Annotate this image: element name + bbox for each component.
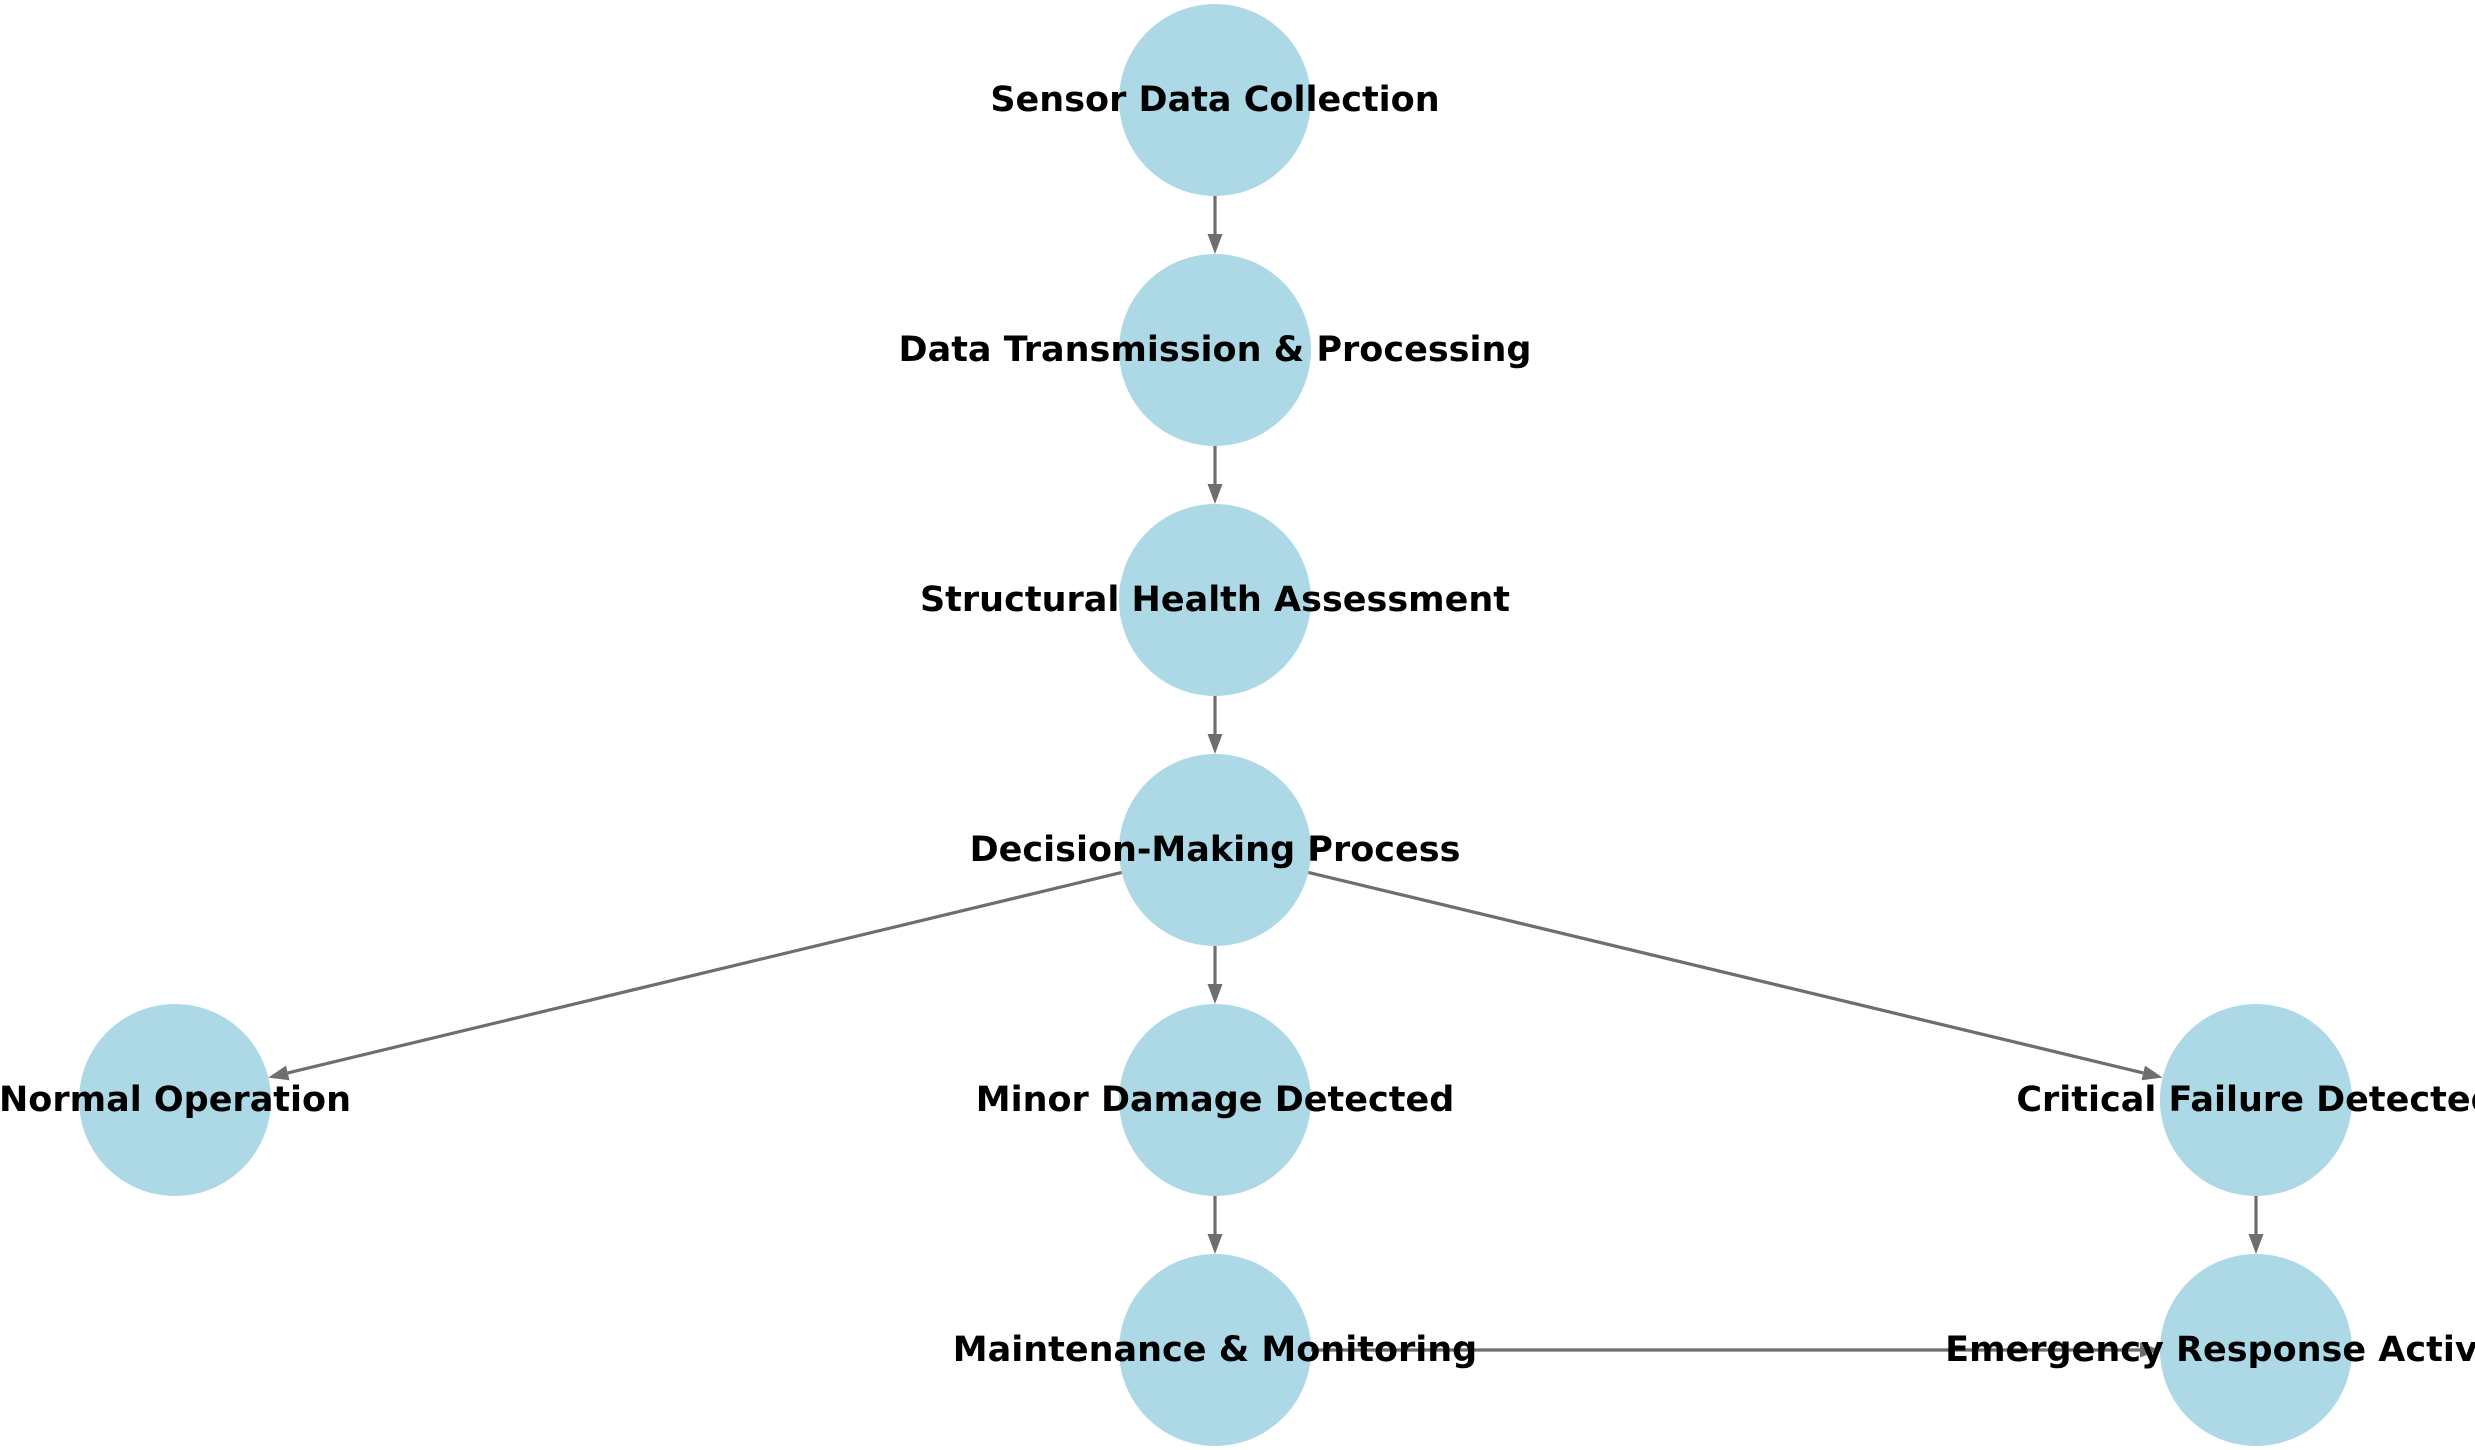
edge-critical-to-emergency bbox=[2248, 1196, 2264, 1254]
nodes-layer bbox=[79, 4, 2352, 1446]
arrow-head-icon bbox=[2248, 1234, 2264, 1254]
edge-decision-to-critical bbox=[1307, 870, 2163, 1081]
node-transmission bbox=[1119, 254, 1311, 446]
arrow-head-icon bbox=[2141, 1065, 2163, 1081]
edge-minor-to-maintenance bbox=[1207, 1196, 1223, 1254]
node-label-decision: Decision-Making Process bbox=[970, 830, 1461, 870]
arrow-head-icon bbox=[2140, 1342, 2160, 1358]
edges-layer bbox=[268, 196, 2264, 1358]
node-minor bbox=[1119, 1004, 1311, 1196]
edge-decision-to-normal bbox=[268, 870, 1123, 1081]
node-label-emergency: Emergency Response Activated bbox=[1945, 1330, 2475, 1370]
node-emergency bbox=[2160, 1254, 2352, 1446]
edge-decision-to-minor bbox=[1207, 946, 1223, 1004]
node-label-maintenance: Maintenance & Monitoring bbox=[953, 1330, 1477, 1370]
node-maintenance bbox=[1119, 1254, 1311, 1446]
edge-sensor-to-transmission bbox=[1207, 196, 1223, 254]
node-decision bbox=[1119, 754, 1311, 946]
edge-maintenance-to-emergency bbox=[1311, 1342, 2160, 1358]
arrow-head-icon bbox=[268, 1065, 290, 1081]
arrow-head-icon bbox=[1207, 234, 1223, 254]
node-sensor bbox=[1119, 4, 1311, 196]
node-label-minor: Minor Damage Detected bbox=[976, 1080, 1455, 1120]
edge-line bbox=[1307, 870, 2144, 1075]
edge-line bbox=[287, 870, 1123, 1075]
edge-transmission-to-assessment bbox=[1207, 446, 1223, 504]
arrow-head-icon bbox=[1207, 1234, 1223, 1254]
edge-assessment-to-decision bbox=[1207, 696, 1223, 754]
node-label-assessment: Structural Health Assessment bbox=[920, 580, 1510, 620]
node-normal bbox=[79, 1004, 271, 1196]
node-critical bbox=[2160, 1004, 2352, 1196]
node-label-critical: Critical Failure Detected bbox=[2016, 1080, 2475, 1120]
node-label-transmission: Data Transmission & Processing bbox=[899, 330, 1532, 370]
arrow-head-icon bbox=[1207, 984, 1223, 1004]
arrow-head-icon bbox=[1207, 484, 1223, 504]
arrow-head-icon bbox=[1207, 734, 1223, 754]
node-label-normal: Normal Operation bbox=[0, 1080, 351, 1120]
node-assessment bbox=[1119, 504, 1311, 696]
node-label-sensor: Sensor Data Collection bbox=[990, 80, 1439, 120]
